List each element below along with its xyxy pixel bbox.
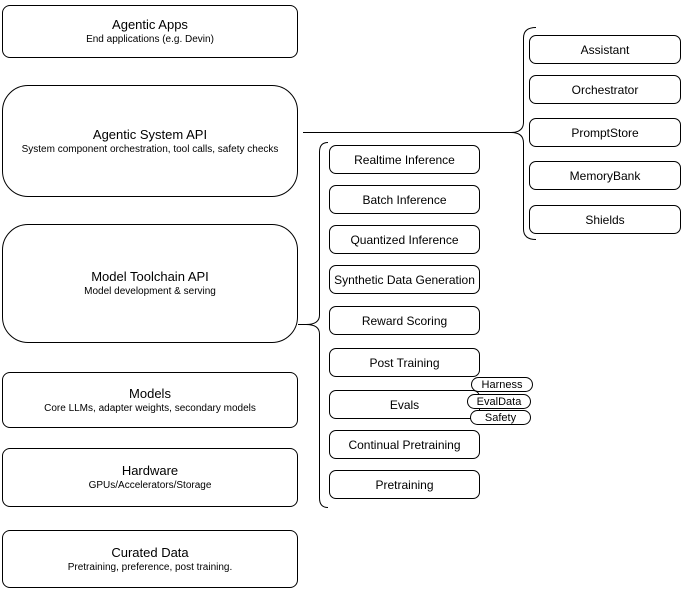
box-hardware: Hardware GPUs/Accelerators/Storage [2,448,298,507]
box-models: Models Core LLMs, adapter weights, secon… [2,372,298,428]
agentic-system-api-title: Agentic System API [92,126,208,142]
model-toolchain-api-subtitle: Model development & serving [84,286,216,297]
agentic-apps-subtitle: End applications (e.g. Devin) [86,34,214,45]
toolchain-item-label: Batch Inference [362,192,447,207]
system-item-orchestrator: Orchestrator [529,75,681,104]
agentic-system-api-subtitle: System component orchestration, tool cal… [21,143,279,155]
toolchain-item-pretraining: Pretraining [329,470,480,499]
toolchain-item-label: Reward Scoring [361,313,448,328]
system-item-label: Assistant [580,42,630,57]
eval-tag-label: Safety [484,411,517,424]
system-item-label: PromptStore [571,125,639,140]
agentic-apps-title: Agentic Apps [112,17,188,32]
hardware-subtitle: GPUs/Accelerators/Storage [88,480,212,491]
toolchain-item-label: Pretraining [375,477,434,492]
eval-tag-label: Harness [481,378,523,391]
system-item-label: Orchestrator [571,82,639,97]
system-item-promptstore: PromptStore [529,118,681,147]
toolchain-item-label: Realtime Inference [354,152,455,167]
model-toolchain-api-title: Model Toolchain API [91,269,209,284]
models-subtitle: Core LLMs, adapter weights, secondary mo… [44,402,256,414]
eval-tag-evaldata: EvalData [467,394,531,409]
toolchain-item-reward-scoring: Reward Scoring [329,306,480,335]
box-agentic-system-api: Agentic System API System component orch… [2,85,298,197]
curated-data-subtitle: Pretraining, preference, post training. [67,561,233,573]
system-item-label: Shields [585,212,625,227]
system-stack-bracket [510,27,537,240]
system-item-label: MemoryBank [569,168,641,183]
toolchain-stack-bracket [305,142,329,508]
toolchain-item-batch-inference: Batch Inference [329,185,480,214]
toolchain-item-continual-pretraining: Continual Pretraining [329,430,480,459]
toolchain-item-label: Quantized Inference [350,232,459,247]
toolchain-item-quantized-inference: Quantized Inference [329,225,480,254]
eval-tag-safety: Safety [470,410,531,425]
box-curated-data: Curated Data Pretraining, preference, po… [2,530,298,588]
toolchain-item-post-training: Post Training [329,348,480,377]
system-item-assistant: Assistant [529,35,681,64]
eval-tag-harness: Harness [471,377,533,392]
system-item-memorybank: MemoryBank [529,161,681,190]
toolchain-item-label: Continual Pretraining [348,437,461,452]
eval-tag-label: EvalData [476,395,522,408]
toolchain-item-label: Post Training [369,355,440,370]
toolchain-item-realtime-inference: Realtime Inference [329,145,480,174]
box-agentic-apps: Agentic Apps End applications (e.g. Devi… [2,5,298,58]
box-model-toolchain-api: Model Toolchain API Model development & … [2,224,298,343]
system-item-shields: Shields [529,205,681,234]
toolchain-item-evals: Evals [329,390,480,419]
toolchain-item-synthetic-data-generation: Synthetic Data Generation [329,265,480,294]
toolchain-item-label: Evals [389,397,420,412]
toolchain-item-label: Synthetic Data Generation [334,272,475,287]
hardware-title: Hardware [121,463,179,478]
curated-data-title: Curated Data [111,544,189,560]
models-title: Models [129,385,171,401]
